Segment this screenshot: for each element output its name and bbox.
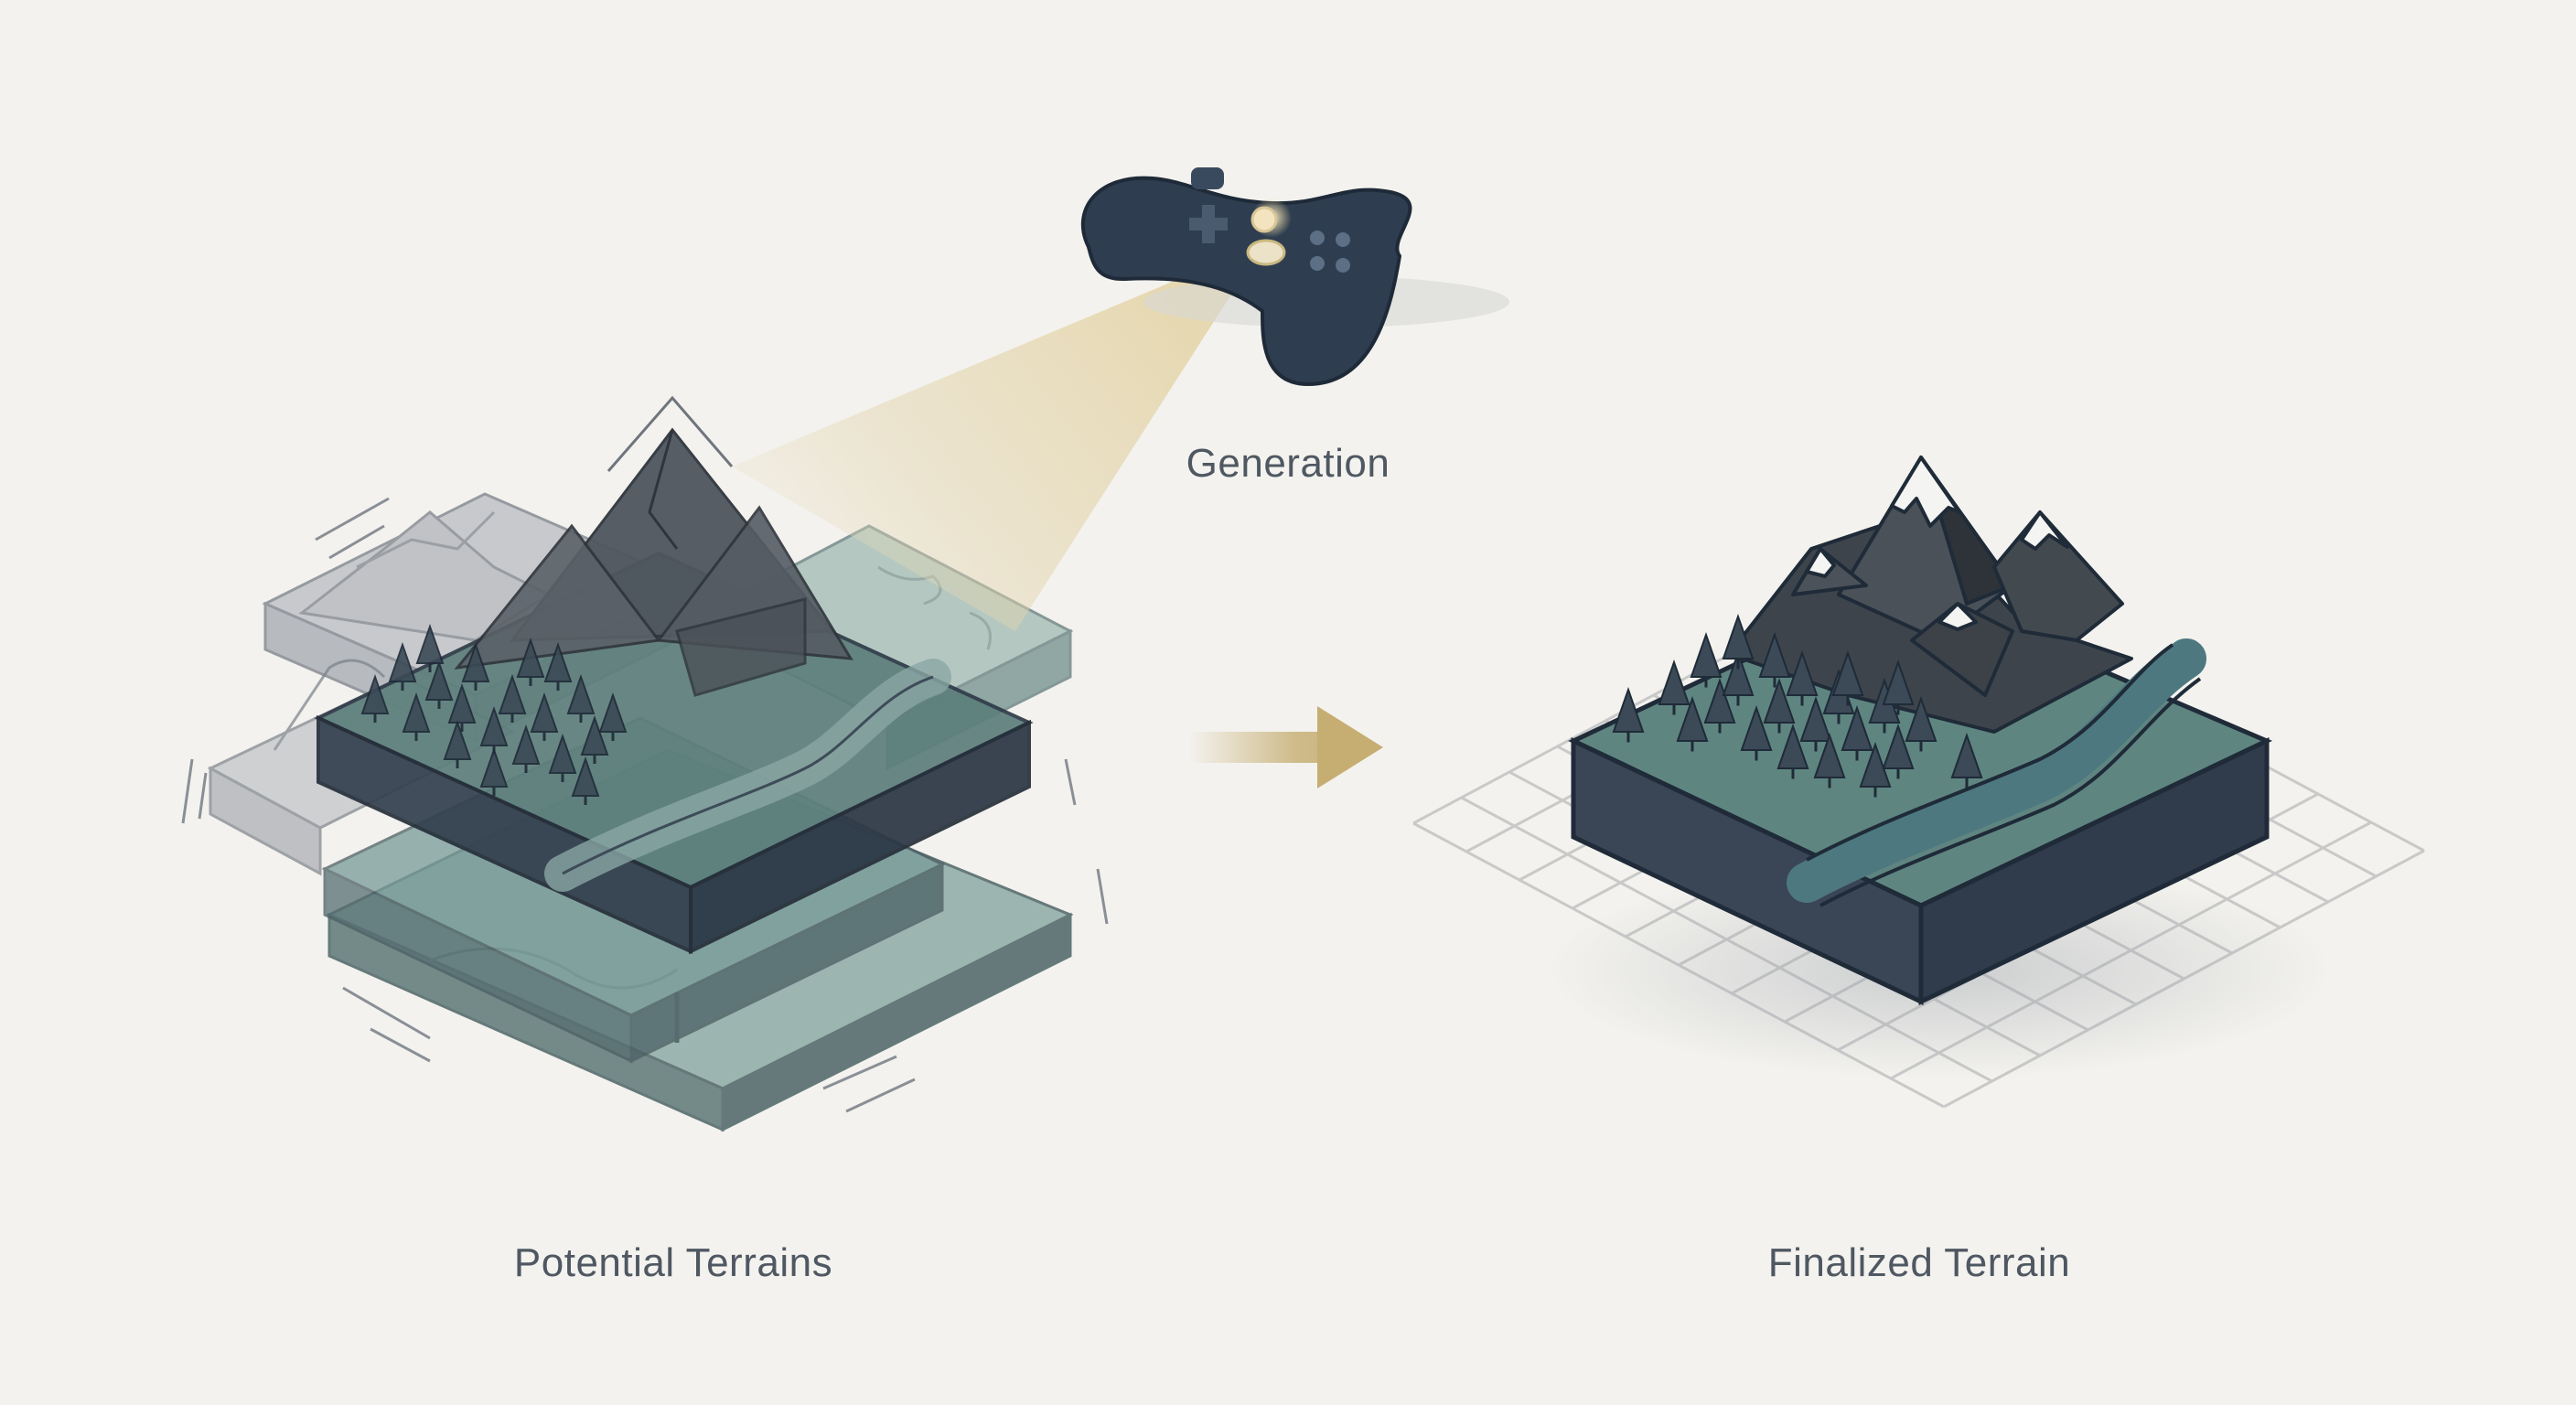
- tree-icon: [1758, 631, 1791, 688]
- generation-label: Generation: [1186, 441, 1390, 486]
- tree-icon: [1831, 649, 1864, 706]
- tree-icon: [1658, 659, 1690, 715]
- tree-icon: [1905, 695, 1937, 752]
- tree-icon: [1882, 659, 1915, 715]
- tree-icon: [415, 623, 445, 672]
- tree-icon: [443, 719, 472, 768]
- tree-icon: [548, 733, 577, 782]
- tree-icon: [1813, 732, 1846, 788]
- tree-icon: [498, 673, 527, 723]
- motion-lines: [181, 497, 1109, 1113]
- tree-icon: [511, 724, 541, 773]
- tree-icon: [1786, 649, 1819, 706]
- tree-icon: [598, 692, 628, 741]
- potential-terrains-stack: [181, 395, 1109, 1132]
- finalized-terrain-label: Finalized Terrain: [1767, 1240, 2071, 1285]
- right-arrow-icon: [1189, 706, 1383, 788]
- tree-icon: [1763, 677, 1796, 734]
- tree-icon: [566, 673, 596, 723]
- snowy-mountains: [1727, 456, 2133, 734]
- tree-icon: [388, 641, 417, 691]
- tree-icon: [1882, 723, 1915, 779]
- tree-icon: [1776, 723, 1809, 779]
- finalized-terrain: [1412, 456, 2425, 1109]
- dpad-icon: [1189, 205, 1228, 243]
- river: [1787, 638, 2206, 903]
- tree-icon: [1703, 677, 1736, 734]
- potential-terrains-label: Potential Terrains: [513, 1240, 833, 1285]
- tree-icon: [1740, 704, 1773, 761]
- tree-icon: [461, 641, 490, 691]
- generation-light-beam: [732, 256, 1244, 631]
- tree-icon: [1722, 613, 1755, 670]
- tree-icon: [530, 692, 559, 741]
- tree-icon: [479, 746, 509, 796]
- tree-icon: [1950, 732, 1983, 788]
- tree-icon: [360, 673, 390, 723]
- tree-icon: [571, 756, 600, 805]
- tree-icon: [516, 637, 545, 686]
- main-terrain-slab: [314, 395, 1034, 955]
- tree-icon: [1722, 649, 1755, 706]
- tree-icon: [1841, 704, 1873, 761]
- forest: [1612, 613, 1983, 798]
- game-controller-icon: [1080, 167, 1509, 387]
- tree-icon: [424, 660, 454, 709]
- tree-icon: [1612, 686, 1645, 743]
- tree-icon: [447, 682, 477, 732]
- tree-icon: [402, 692, 431, 741]
- tree-icon: [1676, 695, 1709, 752]
- tree-icon: [1859, 741, 1892, 798]
- tree-icon: [543, 641, 573, 691]
- forest: [360, 623, 628, 805]
- tree-icon: [580, 714, 609, 764]
- tree-icon: [1799, 695, 1832, 752]
- tree-icon: [1690, 631, 1723, 688]
